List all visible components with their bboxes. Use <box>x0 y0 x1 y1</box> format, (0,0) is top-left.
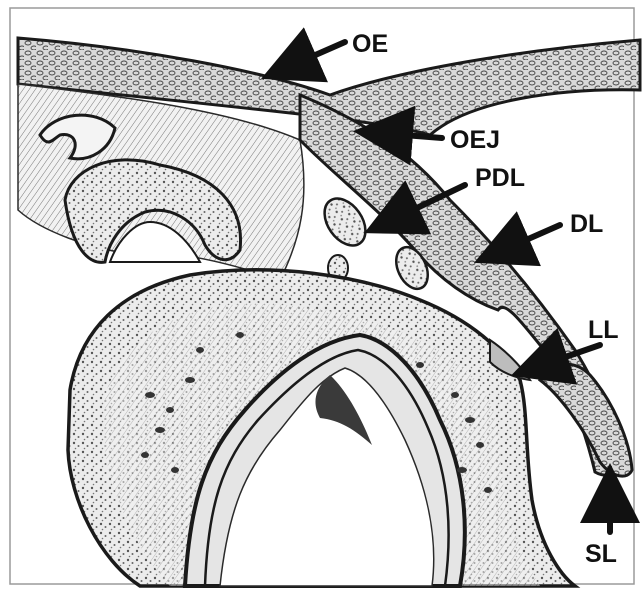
label-pdl: PDL <box>475 164 525 192</box>
label-oej: OEJ <box>450 126 500 154</box>
label-ll: LL <box>588 316 619 344</box>
label-oe: OE <box>352 30 388 58</box>
label-dl: DL <box>570 210 603 238</box>
label-sl: SL <box>585 540 617 568</box>
